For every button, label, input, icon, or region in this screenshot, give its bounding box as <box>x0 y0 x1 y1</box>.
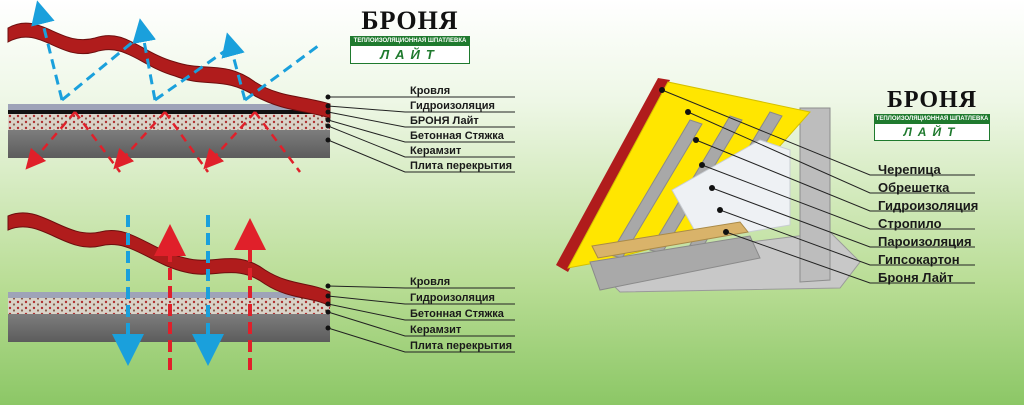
top-slab-layer <box>8 130 330 158</box>
roof-label-vapor-barrier: Пароизоляция <box>878 234 972 249</box>
brand-variant: ЛАЙТ <box>350 46 470 64</box>
top-label-roofing: Кровля <box>410 85 451 97</box>
top-keramzit-layer <box>8 114 330 130</box>
roof-gable-wall <box>799 107 831 283</box>
top-waterproof-layer <box>8 104 330 110</box>
roof-batten <box>591 221 749 259</box>
top-roofing-sheet <box>7 22 331 119</box>
roof-label-bronya: Броня Лайт <box>878 270 954 285</box>
bottom-label-roofing: Кровля <box>410 276 451 288</box>
brand-logo-top: БРОНЯ ТЕПЛОИЗОЛЯЦИОННАЯ ШПАТЛЕВКА ЛАЙТ <box>350 8 470 64</box>
top-bronya-layer <box>8 110 330 114</box>
roof-label-waterproofing: Гидроизоляция <box>878 198 979 213</box>
top-label-screed: Бетонная Стяжка <box>410 130 504 142</box>
top-label-keramzit: Керамзит <box>410 145 462 157</box>
bottom-label-slab: Плита перекрытия <box>410 340 513 352</box>
brand-logo-right: БРОНЯ ТЕПЛОИЗОЛЯЦИОННАЯ ШПАТЛЕВКА ЛАЙТ <box>874 88 990 141</box>
roof-tiles <box>556 78 670 272</box>
brand-variant-right: ЛАЙТ <box>874 124 990 141</box>
top-label-slab: Плита перекрытия <box>410 160 513 172</box>
roof-section <box>556 78 975 293</box>
roof-label-batten: Обрешетка <box>878 180 950 195</box>
bottom-label-keramzit: Керамзит <box>410 324 462 336</box>
roof-label-plasterboard: Гипсокартон <box>878 252 960 267</box>
bottom-label-waterproofing: Гидроизоляция <box>410 292 495 304</box>
top-section <box>7 0 515 173</box>
bottom-section <box>7 212 515 370</box>
roof-label-tile: Черепица <box>878 162 941 177</box>
top-label-bronya: БРОНЯ Лайт <box>410 115 479 127</box>
brand-name: БРОНЯ <box>361 6 459 35</box>
brand-tagline-right: ТЕПЛОИЗОЛЯЦИОННАЯ ШПАТЛЕВКА <box>874 114 990 124</box>
brand-tagline: ТЕПЛОИЗОЛЯЦИОННАЯ ШПАТЛЕВКА <box>350 36 470 46</box>
roof-label-rafter: Стропило <box>878 216 942 231</box>
top-label-waterproofing: Гидроизоляция <box>410 100 495 112</box>
bottom-label-screed: Бетонная Стяжка <box>410 308 504 320</box>
brand-name-right: БРОНЯ <box>886 87 978 113</box>
